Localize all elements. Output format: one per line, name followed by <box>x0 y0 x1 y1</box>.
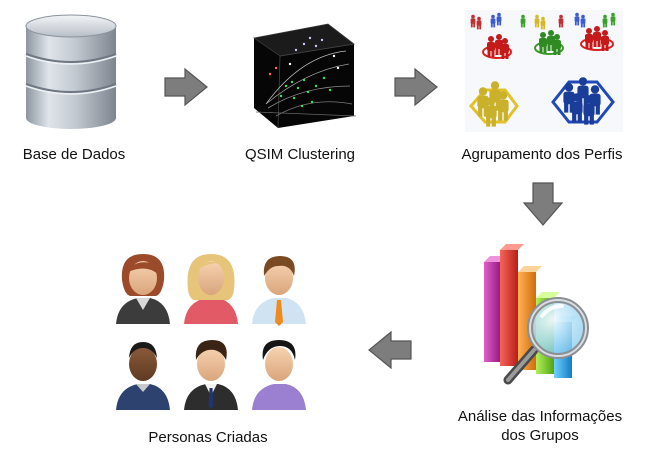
stage-label-agrupamento-dos-perfis: Agrupamento dos Perfis <box>461 146 623 163</box>
arrow-down-icon <box>522 182 564 226</box>
arrow-left-icon <box>368 330 412 370</box>
stage-label-analise-line2: dos Grupos <box>501 427 579 444</box>
stage-label-qsim-clustering: QSIM Clustering <box>244 146 356 163</box>
persona-avatar <box>252 340 306 410</box>
persona-avatar <box>184 340 238 410</box>
people-groups-icon <box>465 10 623 132</box>
bar-chart-magnifier-icon <box>484 244 589 385</box>
arrow-right-icon <box>164 67 208 107</box>
stage-label-personas-criadas: Personas Criadas <box>148 429 268 446</box>
personas-avatars-icon <box>116 254 306 410</box>
stage-label-base-de-dados: Base de Dados <box>22 146 126 163</box>
persona-avatar <box>184 254 238 324</box>
arrow-right-icon <box>394 67 438 107</box>
persona-avatar <box>116 254 170 324</box>
persona-avatar <box>116 342 170 410</box>
database-icon <box>25 14 117 129</box>
persona-avatar <box>252 256 306 326</box>
stage-label-analise-line1: Análise das Informações <box>457 408 623 425</box>
cluster-cube-icon <box>252 23 357 129</box>
